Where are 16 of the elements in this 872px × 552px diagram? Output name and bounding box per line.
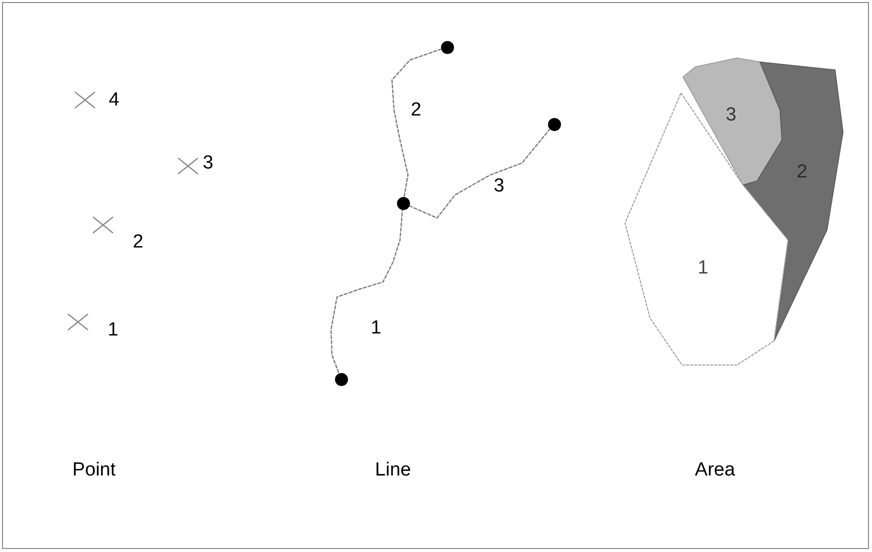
area-number: 3 (726, 106, 736, 124)
point-number: 4 (108, 90, 120, 110)
line-feature (330, 209, 404, 374)
category-label: Area (694, 460, 736, 480)
line-feature (408, 128, 550, 219)
point-number: 1 (108, 320, 118, 340)
line-feature (391, 48, 442, 197)
area-polygon (683, 58, 782, 185)
category-label: Line (375, 460, 411, 480)
point-number: 3 (202, 154, 214, 172)
area-polygon (743, 62, 843, 341)
point-number: 2 (132, 232, 144, 252)
category-label: Point (72, 460, 116, 480)
area-number: 1 (698, 258, 708, 278)
area-polygon (625, 93, 788, 365)
area-number: 2 (796, 162, 808, 182)
